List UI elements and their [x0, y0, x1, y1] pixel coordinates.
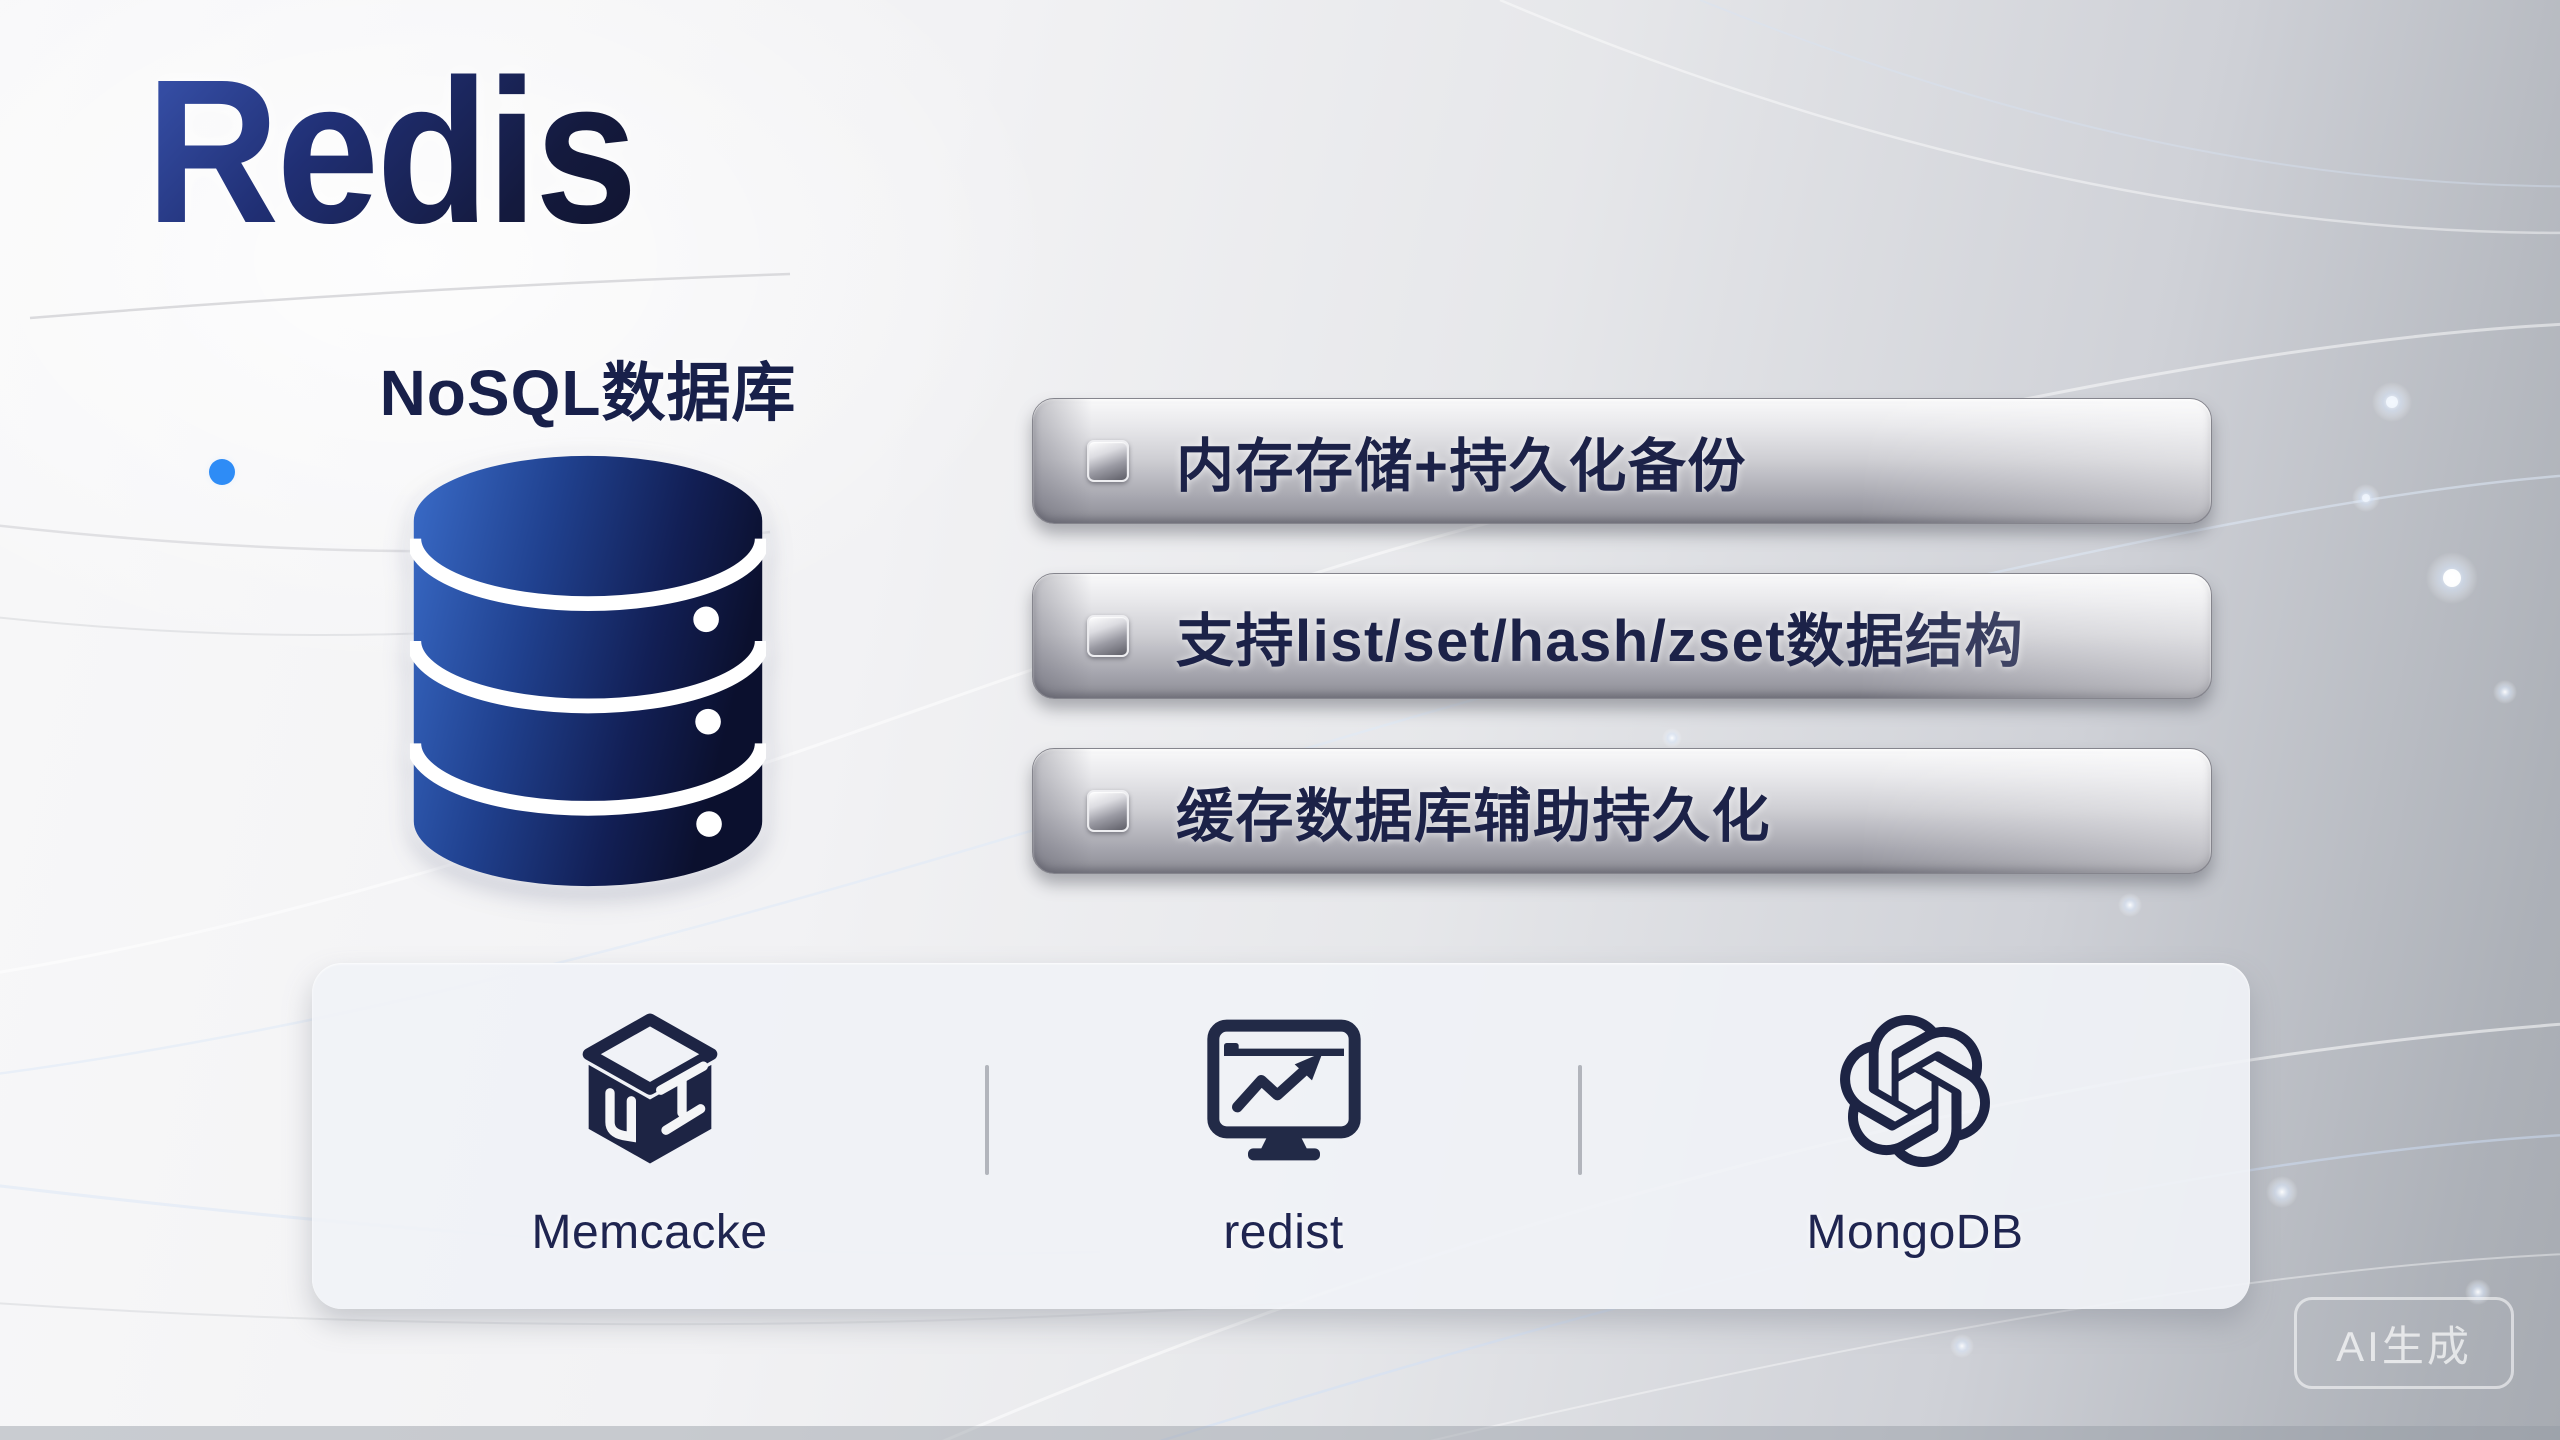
- glow-dot: [2372, 382, 2412, 422]
- related-item-mongodb: MongoDB: [1580, 963, 2250, 1309]
- subtitle-label: NoSQL数据库: [379, 357, 797, 429]
- vertical-divider: [1578, 1065, 1582, 1175]
- glow-dot: [2352, 484, 2380, 512]
- glow-dot: [2266, 1176, 2298, 1208]
- related-products-panel: Memcacke redist: [312, 963, 2250, 1309]
- glow-dot: [2426, 552, 2478, 604]
- feature-text: 缓存数据库辅助持久化: [1176, 784, 1772, 849]
- monitor-trend-chart-icon: [1206, 1019, 1361, 1161]
- vertical-divider: [985, 1065, 989, 1175]
- feature-text: 支持list/set/hash/zset数据结构: [1176, 609, 2025, 674]
- related-item-label: Memcacke: [531, 1206, 768, 1259]
- hexagonal-knot-logo-icon: [1840, 1015, 1990, 1167]
- glow-dot: [1662, 728, 1682, 748]
- metallic-square-bullet-icon: [1087, 790, 1129, 832]
- feature-bar: 支持list/set/hash/zset数据结构: [1032, 573, 2212, 699]
- metallic-square-bullet-icon: [1087, 440, 1129, 482]
- related-item-memcached: Memcacke: [312, 963, 987, 1309]
- metallic-square-bullet-icon: [1087, 615, 1129, 657]
- glow-dot: [1950, 1334, 1974, 1358]
- feature-text: 内存存储+持久化备份: [1176, 434, 1747, 499]
- related-item-label: redist: [1223, 1206, 1344, 1259]
- glow-dot: [2118, 893, 2142, 917]
- feature-bar: 缓存数据库辅助持久化: [1032, 748, 2212, 874]
- cube-package-icon: [582, 1013, 717, 1163]
- feature-bar: 内存存储+持久化备份: [1032, 398, 2212, 524]
- watermark-label: AI生成: [2336, 1322, 2472, 1370]
- ai-generated-watermark: AI生成: [2294, 1297, 2514, 1389]
- related-item-redis: redist: [987, 963, 1580, 1309]
- page-title: Redis: [146, 37, 638, 266]
- bottom-edge-shade: [0, 1426, 2560, 1440]
- glow-dot: [2493, 680, 2517, 704]
- blue-accent-dot: [209, 459, 235, 485]
- database-cylinder-icon: [410, 455, 766, 887]
- related-item-label: MongoDB: [1806, 1206, 2024, 1259]
- blue-accent-dot: [200, 450, 244, 494]
